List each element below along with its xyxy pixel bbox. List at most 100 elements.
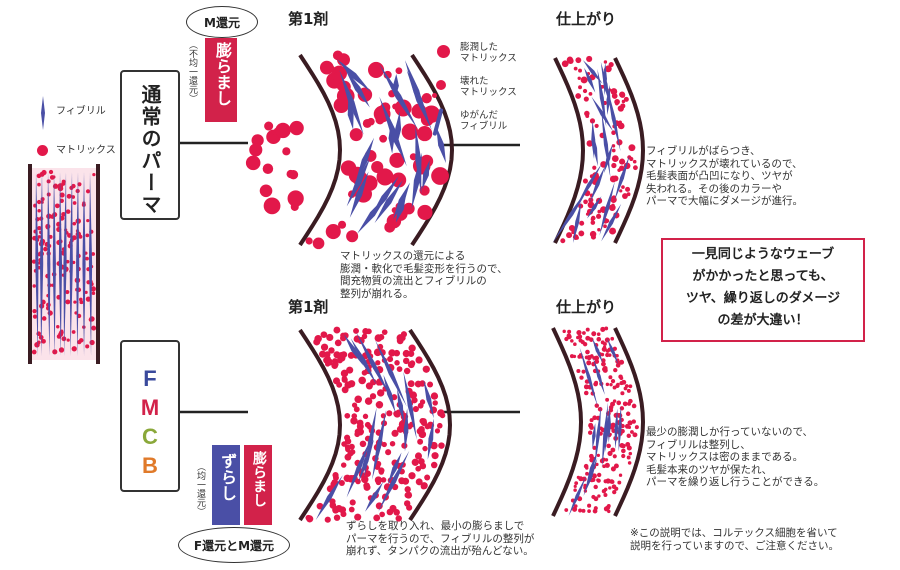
matrix-dot — [408, 344, 416, 352]
matrix-dot — [430, 392, 439, 400]
matrix-dot — [401, 442, 408, 449]
matrix-dot — [605, 382, 610, 387]
hair-edge-left — [298, 328, 343, 522]
matrix-dot — [618, 120, 622, 125]
matrix-dot — [376, 168, 394, 186]
matrix-dot — [37, 226, 42, 231]
matrix-dot — [355, 478, 361, 485]
matrix-dot — [611, 484, 617, 490]
matrix-dot — [603, 493, 608, 498]
matrix-dot — [332, 472, 339, 479]
matrix-dot — [589, 425, 594, 430]
matrix-dot — [604, 462, 610, 468]
bottom-footnote: ※この説明では、コルテックス細胞を省いて 説明を行っていますので、ご注意ください… — [630, 527, 840, 552]
matrix-dot — [389, 440, 396, 447]
matrix-dot — [595, 462, 599, 467]
matrix-dot — [66, 193, 72, 199]
matrix-dot — [415, 478, 423, 486]
matrix-dot — [47, 310, 53, 316]
fibril-mark — [393, 182, 410, 220]
matrix-dot — [37, 208, 41, 213]
matrix-dot — [605, 349, 610, 353]
matrix-dot — [348, 506, 355, 513]
matrix-dot — [78, 297, 83, 302]
matrix-dot — [575, 93, 582, 99]
fibril-mark — [606, 85, 621, 152]
matrix-dot — [609, 382, 613, 387]
matrix-dot — [77, 182, 82, 187]
matrix-dot — [573, 342, 577, 347]
fibril-mark — [379, 96, 407, 167]
matrix-dot — [341, 441, 347, 447]
matrix-dot — [364, 470, 371, 477]
matrix-dot — [289, 120, 304, 136]
fibril-mark — [343, 334, 364, 366]
fibril-mark — [592, 338, 603, 363]
strand-edge-left — [28, 164, 32, 364]
matrix-dot — [324, 361, 331, 367]
matrix-dot — [602, 365, 608, 371]
matrix-dot — [65, 289, 70, 295]
top-step1-title: 第1剤 — [288, 10, 329, 28]
matrix-dot — [354, 431, 361, 438]
matrix-dot — [415, 465, 422, 472]
matrix-dot — [373, 514, 381, 522]
even-reduction-label: （均一還元） — [195, 462, 205, 516]
hair-edge-left — [553, 57, 586, 244]
matrix-dot — [379, 511, 385, 518]
matrix-dot — [312, 237, 325, 250]
matrix-dot — [585, 349, 590, 355]
matrix-dot — [41, 316, 47, 321]
matrix-dot — [602, 345, 607, 349]
matrix-dot — [375, 360, 381, 366]
matrix-dot — [369, 393, 377, 400]
matrix-dot — [587, 430, 593, 435]
matrix-dot — [403, 367, 411, 375]
matrix-dot — [570, 339, 574, 343]
matrix-dot — [392, 103, 399, 110]
matrix-dot — [92, 172, 96, 177]
matrix-dot — [583, 96, 589, 102]
matrix-dot — [65, 209, 71, 214]
matrix-dot — [608, 486, 612, 490]
hair-edge-right — [613, 327, 646, 517]
matrix-dot — [608, 375, 613, 380]
hair-edge-left — [298, 53, 343, 247]
fibril-mark — [614, 155, 630, 201]
matrix-dot — [632, 159, 637, 164]
matrix-dot — [387, 356, 394, 363]
matrix-dot — [85, 344, 90, 349]
matrix-dot — [596, 472, 602, 478]
matrix-dot — [366, 424, 373, 430]
fibril-mark — [552, 185, 591, 243]
matrix-dot — [404, 486, 411, 493]
matrix-dot — [596, 332, 601, 336]
fibril-mark — [52, 172, 56, 356]
matrix-dot — [625, 186, 631, 192]
matrix-dot — [594, 403, 600, 408]
matrix-dot — [621, 453, 626, 459]
matrix-dot — [305, 237, 313, 245]
bottom-step1-title: 第1剤 — [288, 298, 329, 316]
matrix-dot — [603, 506, 610, 512]
matrix-dot — [619, 381, 624, 386]
matrix-dot — [583, 390, 589, 396]
hair-strand-cross-section — [28, 164, 100, 364]
matrix-dot — [411, 397, 418, 404]
matrix-dot — [578, 508, 583, 513]
matrix-dot — [347, 351, 355, 359]
matrix-dot — [354, 395, 363, 404]
matrix-dot — [37, 182, 41, 187]
matrix-dot — [375, 479, 382, 486]
matrix-dot — [580, 76, 588, 84]
matrix-dot — [282, 147, 291, 156]
matrix-dot — [600, 352, 605, 357]
matrix-dot — [58, 347, 65, 353]
matrix-dot — [623, 96, 629, 102]
matrix-dot — [610, 378, 616, 384]
matrix-dot — [393, 410, 401, 418]
matrix-dot — [619, 406, 625, 411]
fibril-mark — [618, 405, 622, 452]
fibril-mark — [347, 99, 354, 130]
matrix-dot — [419, 185, 430, 196]
